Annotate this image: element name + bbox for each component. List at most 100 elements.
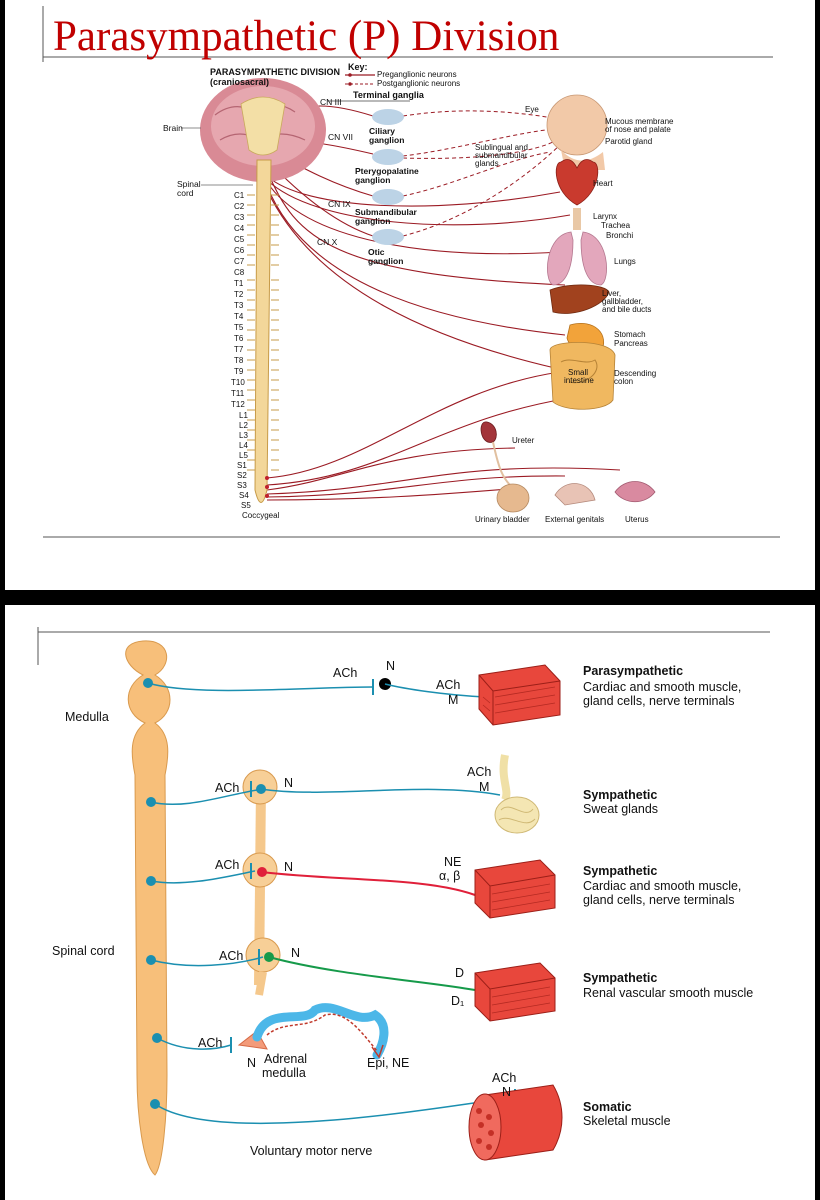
top-slide-frame [42, 6, 780, 538]
segment-label: T2 [234, 290, 244, 299]
p4-target-1: Renal vascular smooth muscle [583, 986, 754, 1000]
nerve-cn9: CN IX [328, 199, 351, 209]
organ-bladder: Urinary bladder [475, 515, 530, 524]
p3-target-2: gland cells, nerve terminals [583, 893, 735, 907]
p2-target-receptor: M [479, 780, 490, 794]
adrenal-label-1: Adrenal [264, 1052, 308, 1066]
organ-liver-2: gallbladder, [602, 297, 643, 306]
somatic-receptor: N [502, 1085, 512, 1099]
p4-post-transmitter: D [455, 966, 465, 980]
segment-label: S4 [239, 491, 249, 500]
key-preganglionic: Preganglionic neurons [377, 70, 457, 79]
nerve-cn3: CN III [320, 97, 342, 107]
otic-ganglion-2: ganglion [368, 256, 404, 266]
somatic-division: Somatic [583, 1100, 632, 1114]
segment-label: T7 [234, 345, 244, 354]
segment-label: T4 [234, 312, 244, 321]
key-postganglionic: Postganglionic neurons [377, 79, 461, 88]
organ-small-intestine-2: intestine [564, 376, 594, 385]
slide-title: Parasympathetic (P) Division [53, 13, 560, 60]
pathway-parasympathetic [143, 678, 486, 698]
segment-label: Coccygeal [242, 511, 280, 520]
segment-label: C6 [234, 246, 245, 255]
pathway-somatic [150, 1089, 516, 1125]
brain-label: Brain [163, 123, 183, 133]
pathway-adrenergic [146, 863, 476, 896]
spinal-cord-label-2: cord [177, 188, 194, 198]
segment-label: C5 [234, 235, 245, 244]
renal-muscle [474, 962, 556, 1022]
segment-label: T10 [231, 378, 245, 387]
brain-illustration [200, 78, 326, 182]
segment-label: C4 [234, 224, 245, 233]
segment-label: S2 [237, 471, 247, 480]
segment-label: T3 [234, 301, 244, 310]
p3-target-1: Cardiac and smooth muscle, [583, 879, 742, 893]
p1-pre-transmitter: ACh [333, 666, 358, 680]
p4-receptor: N [291, 946, 301, 960]
spinal-cord-column [125, 640, 171, 1176]
segment-label: T11 [231, 389, 245, 398]
segment-label: T8 [234, 356, 244, 365]
pathway-sweat [146, 781, 501, 807]
postganglionic-fibers [402, 110, 566, 237]
p1-target-2: gland cells, nerve terminals [583, 694, 735, 708]
ciliary-ganglion-1: Ciliary [369, 126, 395, 136]
somatic-target: Skeletal muscle [583, 1114, 671, 1128]
segment-label: L5 [239, 451, 248, 460]
segment-label: C2 [234, 202, 245, 211]
segment-label: L4 [239, 441, 248, 450]
segment-label: C1 [234, 191, 245, 200]
p1-target-receptor: M [448, 693, 459, 707]
segment-label: T1 [234, 279, 244, 288]
segment-label: T9 [234, 367, 244, 376]
segment-label: C7 [234, 257, 245, 266]
nerve-cn7: CN VII [328, 132, 354, 142]
p2-post-transmitter: ACh [467, 765, 492, 779]
pterygopalatine-ganglion-2: ganglion [355, 175, 391, 185]
segment-label: C3 [234, 213, 245, 222]
organ-mucous-1: Mucous membrane [605, 117, 674, 126]
organ-trachea: Trachea [601, 221, 631, 230]
p3-target-receptor: α, β [439, 869, 461, 883]
somatic-transmitter: ACh [492, 1071, 517, 1085]
p3-receptor: N [284, 860, 294, 874]
skeletal-muscle [468, 1084, 563, 1161]
division-subheader: (craniosacral) [210, 77, 270, 87]
organ-sublingual-3: glands [475, 159, 499, 168]
organ-bronchi: Bronchi [606, 231, 634, 240]
adrenal-output: Epi, NE [367, 1056, 410, 1070]
leader-lines [181, 127, 253, 186]
segment-label: T12 [231, 400, 245, 409]
organ-mucous-2: of nose and palate [605, 125, 671, 134]
organ-lungs: Lungs [614, 257, 636, 266]
segment-label: L1 [239, 411, 248, 420]
cardiac-muscle-1 [478, 664, 561, 726]
adrenal-receptor: N [247, 1056, 257, 1070]
organ-pancreas: Pancreas [614, 339, 648, 348]
neurotransmitter-slide: Medulla Spinal cord ACh N ACh M Parasymp… [5, 605, 815, 1200]
p1-division: Parasympathetic [583, 664, 684, 678]
p4-target-receptor: D₁ [451, 994, 465, 1008]
terminal-ganglia-label: Terminal ganglia [353, 90, 424, 100]
ciliary-ganglion-2: ganglion [369, 135, 405, 145]
sweat-gland [494, 754, 540, 834]
p1-receptor: N [386, 659, 396, 673]
cardiac-muscle-2 [474, 859, 556, 919]
segment-label: L3 [239, 431, 248, 440]
voluntary-motor-nerve-label: Voluntary motor nerve [250, 1144, 373, 1158]
organ-sublingual-2: submandibular [475, 151, 528, 160]
division-header: PARASYMPATHETIC DIVISION [210, 67, 341, 77]
adrenal-label-2: medulla [262, 1066, 306, 1080]
p3-pre-transmitter: ACh [215, 858, 240, 872]
ganglion-3 [245, 937, 281, 973]
segment-label: S5 [241, 501, 251, 510]
segment-label: S1 [237, 461, 247, 470]
p2-division: Sympathetic [583, 788, 658, 802]
pterygopalatine-ganglion-1: Pterygopalatine [355, 166, 419, 176]
organ-larynx: Larynx [593, 212, 618, 221]
p1-post-transmitter: ACh [436, 678, 461, 692]
pathway-adrenal [152, 1003, 389, 1060]
organ-sublingual-1: Sublingual and [475, 143, 528, 152]
p4-division: Sympathetic [583, 971, 658, 985]
